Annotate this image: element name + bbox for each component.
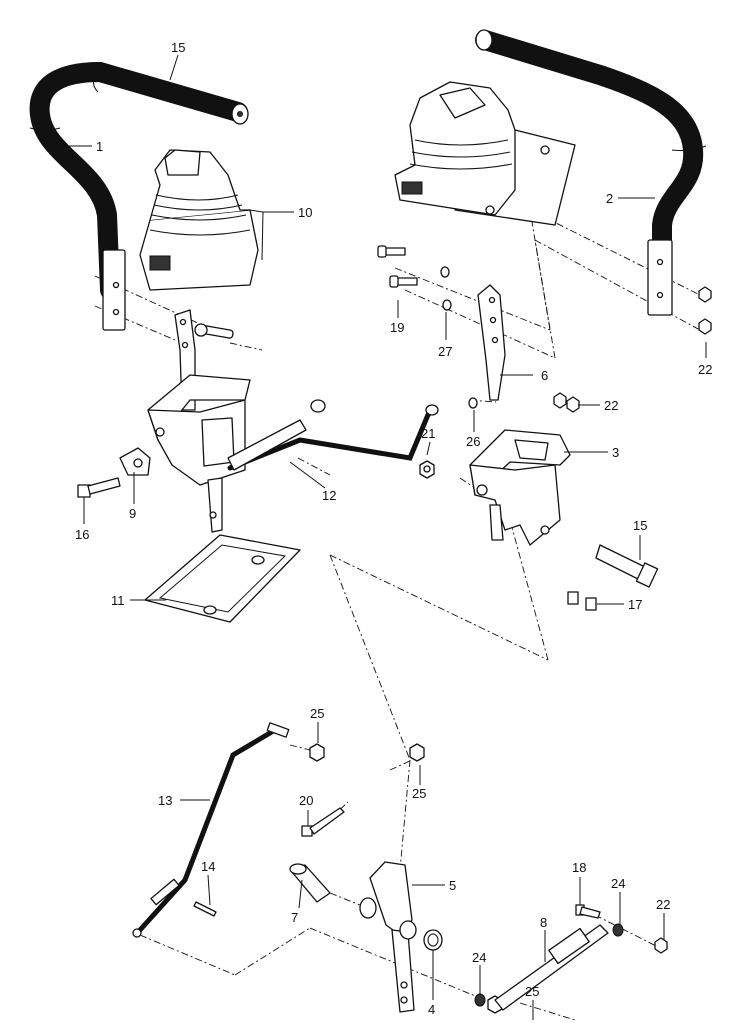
nut-21 xyxy=(419,460,435,479)
handle-bar-left xyxy=(29,61,249,331)
linkage-rod-12 xyxy=(227,399,439,471)
bolt-20 xyxy=(301,807,345,837)
callout-22-right: 22 xyxy=(698,362,712,377)
callout-5: 5 xyxy=(449,878,456,893)
bolt-18 xyxy=(575,904,601,919)
callout-24-right: 24 xyxy=(611,876,625,891)
callout-6: 6 xyxy=(541,368,548,383)
callout-9: 9 xyxy=(129,506,136,521)
shift-boot-left xyxy=(139,149,264,291)
gasket-11 xyxy=(144,534,301,623)
clip-14 xyxy=(193,901,217,917)
bushing-4 xyxy=(423,929,443,951)
callout-10: 10 xyxy=(298,205,312,220)
bracket-3 xyxy=(469,429,571,546)
callout-12: 12 xyxy=(322,488,336,503)
callout-27: 27 xyxy=(438,344,452,359)
callout-labels: 15 1 10 2 22 19 27 6 22 26 21 3 12 9 16 … xyxy=(75,40,712,1017)
callout-15-top: 15 xyxy=(171,40,185,55)
clamp-9 xyxy=(119,447,151,476)
callout-1: 1 xyxy=(96,139,103,154)
callout-25-bottom: 25 xyxy=(525,984,539,999)
lower-rod-13 xyxy=(132,722,290,938)
callout-22-mid: 22 xyxy=(604,398,618,413)
callout-24-bottom: 24 xyxy=(472,950,486,965)
shift-boot-right xyxy=(394,81,576,226)
callout-13: 13 xyxy=(158,793,172,808)
shifter-assembly-left xyxy=(147,309,251,533)
lever-plate-6 xyxy=(477,284,506,401)
alignment-lines xyxy=(94,209,701,1021)
callout-3: 3 xyxy=(612,445,619,460)
callout-20: 20 xyxy=(299,793,313,808)
callout-22-bottom: 22 xyxy=(656,897,670,912)
leader-lines xyxy=(60,54,707,1020)
lever-arm-5 xyxy=(359,861,417,1013)
rod-8 xyxy=(494,924,609,1011)
callout-2: 2 xyxy=(606,191,613,206)
bolt-16 xyxy=(77,477,121,498)
callout-25-left: 25 xyxy=(310,706,324,721)
callout-18: 18 xyxy=(572,860,586,875)
washer-26 xyxy=(468,397,478,409)
callout-15-right: 15 xyxy=(633,518,647,533)
callout-21: 21 xyxy=(421,426,435,441)
callout-25-mid: 25 xyxy=(412,786,426,801)
callout-14: 14 xyxy=(201,859,215,874)
handle-bar-right xyxy=(475,29,707,316)
callout-17: 17 xyxy=(628,597,642,612)
callout-26: 26 xyxy=(466,434,480,449)
callout-7: 7 xyxy=(291,910,298,925)
bushing-7 xyxy=(289,863,331,903)
pins-19 xyxy=(377,245,452,311)
callout-19: 19 xyxy=(390,320,404,335)
callout-4: 4 xyxy=(428,1002,435,1017)
nuts-22 xyxy=(553,286,712,954)
screws-17 xyxy=(567,591,597,611)
callout-16: 16 xyxy=(75,527,89,542)
callout-8: 8 xyxy=(540,915,547,930)
callout-11: 11 xyxy=(111,593,125,608)
bolt-15-right xyxy=(595,544,659,588)
